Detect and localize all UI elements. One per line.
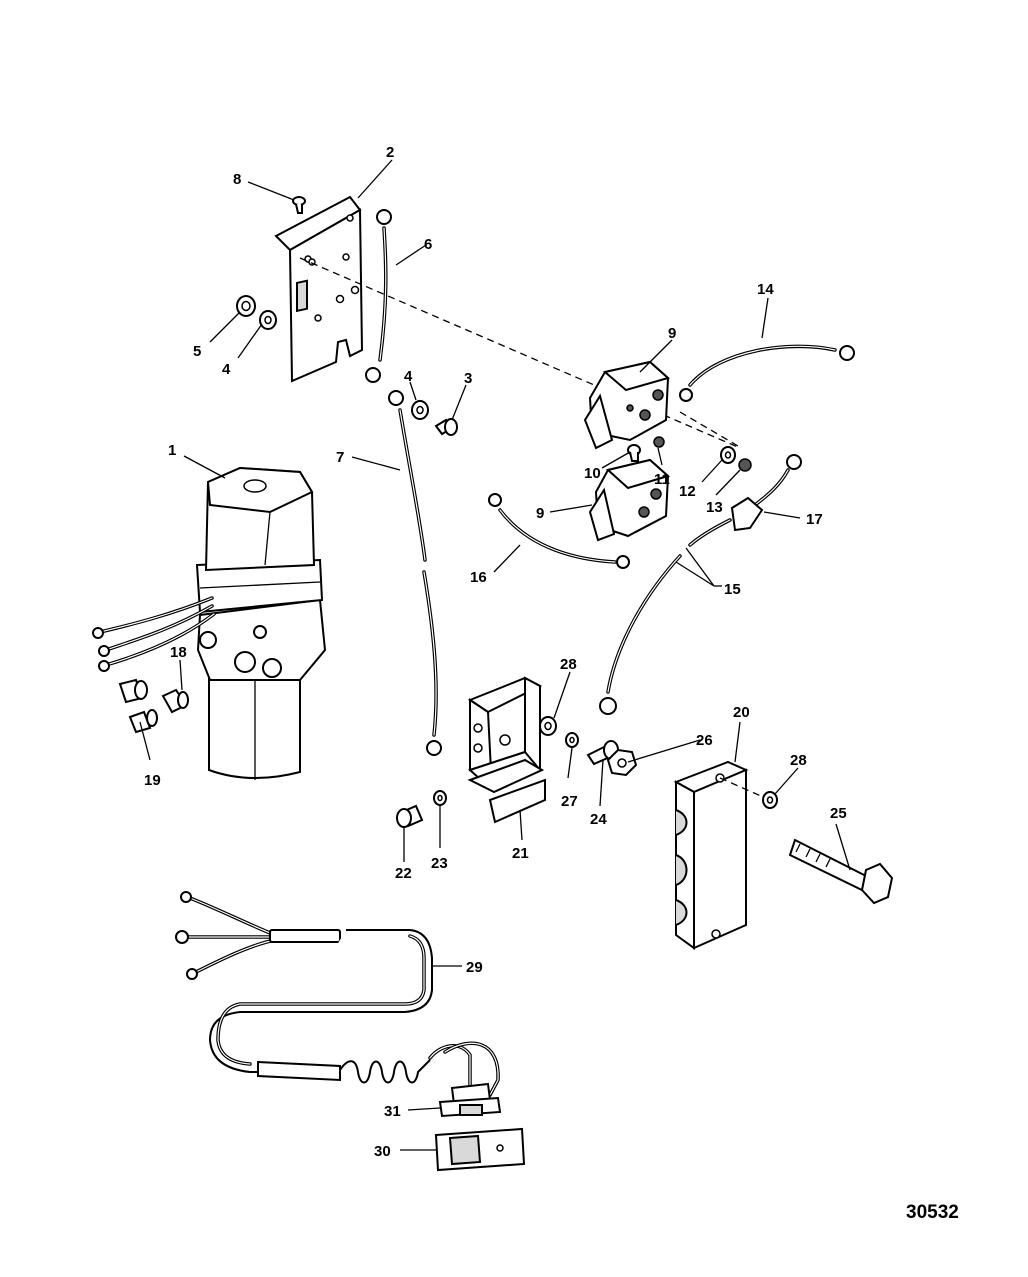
bolt [396,804,424,828]
bolt [434,418,458,436]
screw [627,444,641,462]
callout-30: 30 [374,1143,391,1160]
callout-19: 19 [144,772,161,789]
lock-washer [565,732,579,748]
clamp-block [673,760,749,950]
callout-31: 31 [384,1103,401,1120]
callout-23: 23 [431,855,448,872]
fitting [118,678,189,714]
washer [433,790,447,806]
callout-5: 5 [193,343,201,360]
callout-18: 18 [170,644,187,661]
fitting [128,709,158,734]
callout-2: 2 [386,144,394,161]
callout-24: 24 [590,811,607,828]
terminal-boot [730,496,764,532]
callout-9: 9 [668,325,676,342]
leader-lines [139,159,851,1151]
battery-cable [388,390,442,756]
switch-decal-plate [434,1127,526,1172]
callout-29: 29 [466,959,483,976]
ground-lead [365,209,392,383]
callout-6: 6 [424,236,432,253]
assembly-line [679,411,739,447]
nut [738,458,752,472]
assembly-line [719,777,771,801]
washer [762,791,778,809]
washer [539,716,557,736]
callout-16: 16 [470,569,487,586]
callout-28: 28 [790,752,807,769]
assembly-line [299,257,741,449]
callout-20: 20 [733,704,750,721]
washer [259,310,277,330]
callout-17: 17 [806,511,823,528]
callout-22: 22 [395,865,412,882]
mounting-bolt [788,838,894,905]
washer [720,446,736,464]
callout-13: 13 [706,499,723,516]
reference-number: 30532 [906,1202,959,1223]
callout-9: 9 [536,505,544,522]
callout-27: 27 [561,793,578,810]
solenoid-upper [583,360,671,450]
callout-26: 26 [696,732,713,749]
callout-12: 12 [679,483,696,500]
pump-bracket [467,676,546,824]
callout-1: 1 [168,442,176,459]
callout-labels: 2 8 6 5 4 4 3 1 7 9 14 10 11 12 13 9 17 … [144,144,959,1223]
callout-21: 21 [512,845,529,862]
solenoid-lower [588,458,671,542]
callout-3: 3 [464,370,472,387]
trim-harness [175,891,500,1097]
solenoid-lead [488,493,630,569]
solenoid-lead [679,344,855,402]
callout-15: 15 [724,581,741,598]
screw [292,196,306,214]
pump-motor-assembly [92,466,327,780]
callout-25: 25 [830,805,847,822]
callout-11: 11 [654,471,670,488]
callout-10: 10 [584,465,601,482]
callout-4: 4 [404,368,413,385]
bushing [236,295,256,317]
mounting-bracket [274,195,364,383]
nut [653,436,665,448]
callout-4: 4 [222,361,231,378]
callout-8: 8 [233,171,241,188]
callout-7: 7 [336,449,344,466]
callout-14: 14 [757,281,774,298]
trim-switch [438,1082,502,1118]
washer [411,400,429,420]
positive-cable [599,454,802,715]
callout-28: 28 [560,656,577,673]
nut [606,748,638,777]
